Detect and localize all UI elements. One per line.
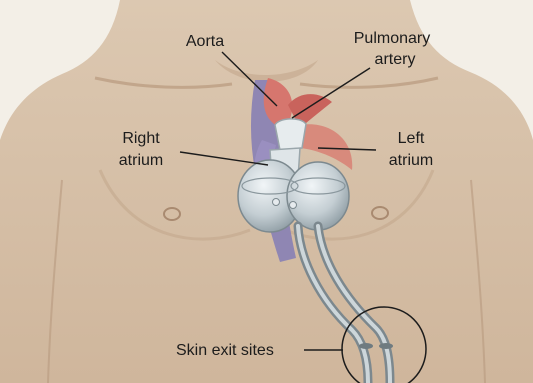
right-atrium-label-line2: atrium <box>101 151 181 170</box>
right-pump-fitting <box>273 199 280 206</box>
pulmonary-artery-label-line2: artery <box>355 50 435 69</box>
outflow-graft <box>275 119 306 150</box>
right-atrium-label-line1: Right <box>106 129 176 148</box>
left-atrium-label-line1: Left <box>381 129 441 148</box>
skin-exit-sites-label: Skin exit sites <box>176 341 308 360</box>
aorta-label: Aorta <box>175 32 235 51</box>
left-atrium-label-line2: atrium <box>371 151 451 170</box>
left-pump <box>287 162 349 230</box>
left-pump-fitting <box>290 202 297 209</box>
pulmonary-artery-label-line1: Pulmonary <box>337 29 447 48</box>
exit-site-right <box>379 343 393 349</box>
exit-site-left <box>359 343 373 349</box>
